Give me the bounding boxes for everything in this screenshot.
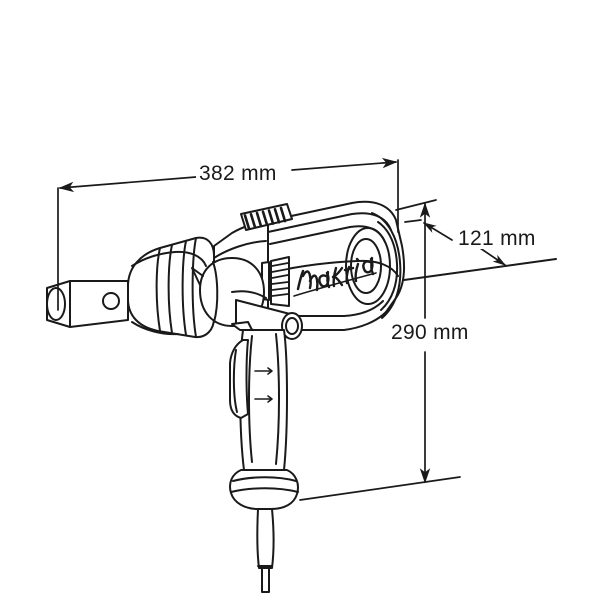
cord-protector xyxy=(256,508,275,593)
width-leader-upper xyxy=(422,222,453,241)
dimension-height xyxy=(299,199,461,501)
dimension-label-height: 290 mm xyxy=(388,322,472,343)
rear-cap xyxy=(345,212,402,319)
makita-logo xyxy=(293,256,377,297)
reversing-lever xyxy=(231,321,253,331)
tool-outline xyxy=(46,200,405,593)
grip-arrow-marks xyxy=(254,367,273,403)
dimension-line-right-segment xyxy=(291,157,398,171)
side-handle-mount xyxy=(191,257,303,340)
dimension-line-left-segment xyxy=(58,176,197,193)
trigger-switch xyxy=(229,339,249,419)
height-extension-bottom xyxy=(299,476,461,501)
side-vent-grille xyxy=(270,256,290,307)
dimension-label-length: 382 mm xyxy=(196,163,280,184)
height-extension-top xyxy=(395,199,437,211)
width-leader-lower xyxy=(479,247,507,266)
vent-slots xyxy=(240,203,293,231)
dimension-length xyxy=(57,157,399,311)
dimension-width xyxy=(403,219,557,281)
width-reference-line xyxy=(403,258,557,281)
width-tick xyxy=(404,219,422,223)
square-drive-anvil xyxy=(46,280,129,328)
dimension-label-width: 121 mm xyxy=(455,228,539,249)
handle-base xyxy=(229,469,299,510)
